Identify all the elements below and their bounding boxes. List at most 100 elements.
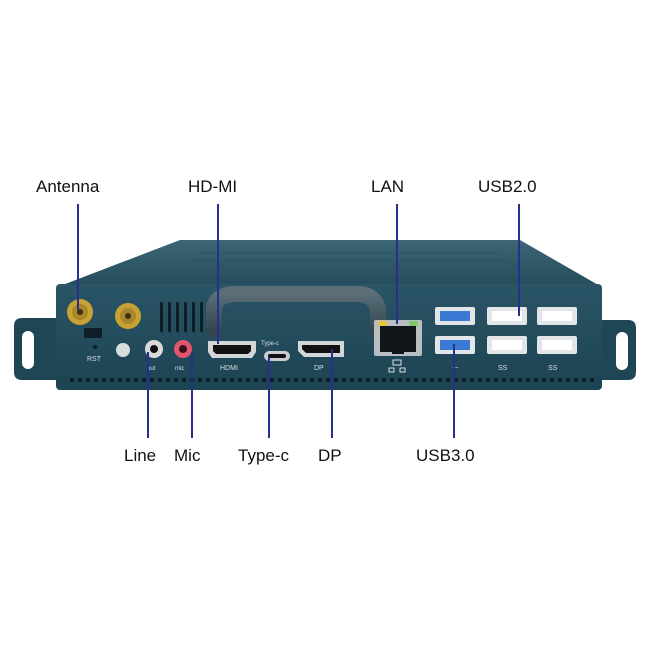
vent-hole bbox=[102, 378, 106, 382]
lan-leader bbox=[396, 204, 398, 324]
vent-hole bbox=[446, 378, 450, 382]
carry-handle bbox=[206, 286, 386, 338]
vent-hole bbox=[206, 378, 210, 382]
vent-hole bbox=[374, 378, 378, 382]
rst-print: RST bbox=[87, 356, 102, 363]
hdmi-print: HDMI bbox=[220, 365, 238, 372]
vent-hole bbox=[78, 378, 82, 382]
typec-leader bbox=[268, 357, 270, 438]
lan-icon bbox=[388, 359, 406, 373]
vent-hole bbox=[326, 378, 330, 382]
usb2-port-top-middle bbox=[487, 307, 527, 325]
vent-hole bbox=[198, 378, 202, 382]
mic-label: Mic bbox=[174, 446, 201, 465]
usb30-label: USB3.0 bbox=[416, 446, 475, 465]
ss-print-2: SS bbox=[548, 365, 558, 372]
vent-hole bbox=[422, 378, 426, 382]
antenna-leader bbox=[77, 204, 79, 310]
vent-hole bbox=[478, 378, 482, 382]
vent-hole bbox=[430, 378, 434, 382]
vent-hole bbox=[510, 378, 514, 382]
vent-hole bbox=[558, 378, 562, 382]
vent-hole bbox=[310, 378, 314, 382]
vent-hole bbox=[550, 378, 554, 382]
usb3-port-bottom-left bbox=[435, 336, 475, 354]
top-vent-grille bbox=[180, 252, 520, 268]
vent-hole bbox=[574, 378, 578, 382]
vent-hole bbox=[534, 378, 538, 382]
vent-hole bbox=[526, 378, 530, 382]
left-vent-slots bbox=[160, 302, 203, 332]
displayport-port bbox=[298, 341, 344, 357]
top-cover bbox=[60, 240, 600, 286]
hdmi-port bbox=[208, 341, 256, 358]
bottom-vent-holes bbox=[70, 378, 594, 382]
vent-hole bbox=[110, 378, 114, 382]
vent-hole bbox=[158, 378, 162, 382]
vent-hole bbox=[318, 378, 322, 382]
vent-hole bbox=[438, 378, 442, 382]
usb20-label: USB2.0 bbox=[478, 177, 537, 196]
vent-hole bbox=[166, 378, 170, 382]
dp-print: DP bbox=[314, 365, 324, 372]
vent-hole bbox=[262, 378, 266, 382]
vent-hole bbox=[230, 378, 234, 382]
vent-hole bbox=[86, 378, 90, 382]
vent-hole bbox=[494, 378, 498, 382]
vent-hole bbox=[214, 378, 218, 382]
vent-hole bbox=[470, 378, 474, 382]
usb2-port-bottom-middle bbox=[487, 336, 527, 354]
vent-hole bbox=[302, 378, 306, 382]
antenna-connector-1 bbox=[67, 299, 93, 325]
vent-hole bbox=[254, 378, 258, 382]
vent-hole bbox=[518, 378, 522, 382]
usb30-leader bbox=[453, 344, 455, 438]
vent-hole bbox=[414, 378, 418, 382]
vent-hole bbox=[502, 378, 506, 382]
power-button[interactable] bbox=[116, 343, 130, 357]
vent-hole bbox=[134, 378, 138, 382]
vent-hole bbox=[350, 378, 354, 382]
ss-print-1: SS bbox=[498, 365, 508, 372]
lan-label: LAN bbox=[371, 177, 405, 196]
vent-hole bbox=[278, 378, 282, 382]
vent-hole bbox=[126, 378, 130, 382]
hdmi-label: HD-MI bbox=[188, 177, 238, 196]
vent-hole bbox=[382, 378, 386, 382]
vent-hole bbox=[566, 378, 570, 382]
vent-hole bbox=[398, 378, 402, 382]
vent-hole bbox=[294, 378, 298, 382]
usb-port-top-right bbox=[537, 307, 577, 325]
vent-hole bbox=[406, 378, 410, 382]
left-mounting-bracket bbox=[14, 318, 62, 380]
vent-hole bbox=[454, 378, 458, 382]
vent-hole bbox=[238, 378, 242, 382]
line-leader bbox=[147, 352, 149, 438]
mic-leader bbox=[191, 352, 193, 438]
vent-hole bbox=[94, 378, 98, 382]
mic-jack bbox=[174, 340, 192, 358]
vent-hole bbox=[590, 378, 594, 382]
usb-trident-icon: ⭠ bbox=[452, 363, 459, 372]
reset-hole bbox=[93, 345, 97, 349]
vent-hole bbox=[366, 378, 370, 382]
mic-print: mic bbox=[175, 366, 184, 372]
sim-slot bbox=[84, 328, 102, 338]
vent-hole bbox=[222, 378, 226, 382]
out-print: out bbox=[147, 366, 156, 372]
vent-hole bbox=[182, 378, 186, 382]
vent-hole bbox=[462, 378, 466, 382]
vent-hole bbox=[70, 378, 74, 382]
vent-hole bbox=[142, 378, 146, 382]
typec-print: Type-c bbox=[261, 341, 279, 347]
vent-hole bbox=[270, 378, 274, 382]
vent-hole bbox=[150, 378, 154, 382]
dp-leader bbox=[331, 349, 333, 438]
antenna-label: Antenna bbox=[36, 177, 100, 196]
vent-hole bbox=[390, 378, 394, 382]
vent-hole bbox=[582, 378, 586, 382]
vent-hole bbox=[118, 378, 122, 382]
lan-port bbox=[374, 320, 422, 356]
typec-label: Type-c bbox=[238, 446, 290, 465]
